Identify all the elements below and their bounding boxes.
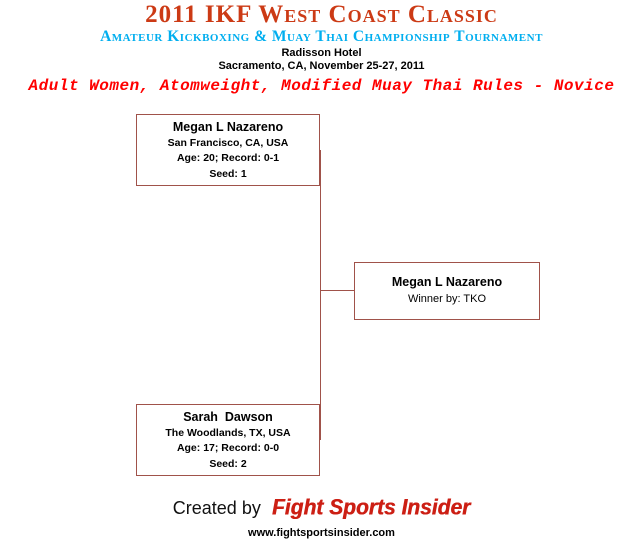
competitor-2-name: Sarah Dawson [183, 410, 273, 425]
competitor-1-age-record: Age: 20; Record: 0-1 [176, 152, 280, 165]
competitor-1-seed: Seed: 1 [209, 167, 247, 180]
winner-method: Winner by: TKO [407, 293, 487, 306]
bracket-horizontal-line [320, 290, 354, 291]
competitor-1-name: Megan L Nazareno [172, 120, 284, 135]
competitor-2-seed: Seed: 2 [209, 457, 247, 470]
division-title: Adult Women, Atomweight, Modified Muay T… [28, 77, 615, 95]
created-by-label: Created by [172, 498, 261, 518]
event-subtitle: Amateur Kickboxing & Muay Thai Champions… [100, 28, 543, 45]
venue-name: Radisson Hotel [281, 47, 362, 59]
competitor-2-age-record: Age: 17; Record: 0-0 [176, 442, 280, 455]
bracket-vertical-line [320, 150, 321, 440]
competitor-box-1: Megan L Nazareno San Francisco, CA, USA … [136, 114, 320, 186]
website-url: www.fightsportsinsider.com [248, 527, 395, 539]
competitor-1-location: San Francisco, CA, USA [167, 137, 289, 150]
footer-credit: Created by Fight Sports Insider [0, 495, 643, 520]
brand-logo-text: Fight Sports Insider [271, 495, 471, 520]
winner-box: Megan L Nazareno Winner by: TKO [354, 262, 540, 320]
winner-name: Megan L Nazareno [391, 275, 503, 290]
competitor-box-2: Sarah Dawson The Woodlands, TX, USA Age:… [136, 404, 320, 476]
event-title: 2011 IKF West Coast Classic [145, 1, 498, 28]
competitor-2-location: The Woodlands, TX, USA [165, 427, 291, 440]
location-date: Sacramento, CA, November 25-27, 2011 [218, 60, 425, 72]
